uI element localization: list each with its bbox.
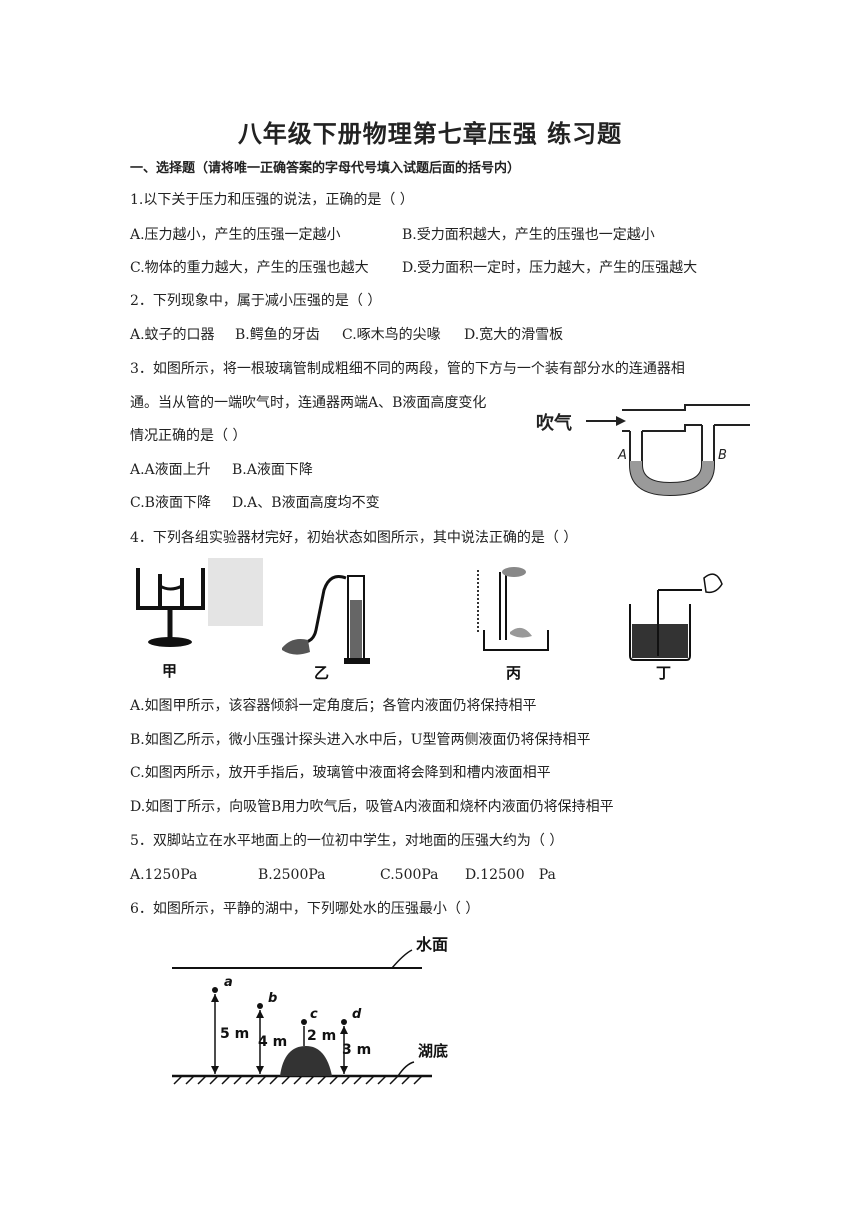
q2-option-d: D.宽大的滑雪板 [464,327,564,343]
point-d: d [352,1007,362,1022]
q4-option-d: D.如图丁所示，向吸管B用力吹气后，吸管A内液面和烧杯内液面仍将保持相平 [130,799,614,815]
label-jia: 甲 [162,662,177,680]
question-3-stem-line3: 情况正确的是（ ） [130,428,247,444]
point-a: a [224,975,233,990]
q1-option-c: C.物体的重力越大，产生的压强也越大 [130,260,369,276]
q1-option-b: B.受力面积越大，产生的压强也一定越小 [402,227,655,243]
q4-option-c: C.如图丙所示，放开手指后，玻璃管中液面将会降到和槽内液面相平 [130,765,551,781]
q5-option-a: A.1250Pa [130,867,198,883]
q4-figure-bing: 丙 [477,567,549,682]
q3-connector-figure: 吹气 A B [536,404,750,497]
question-2-stem: 2．下列现象中，属于减小压强的是（ ） [130,293,382,309]
bottom-label: 湖底 [418,1042,448,1060]
label-b: B [718,448,727,463]
q4-figure-jia: 甲 [136,558,263,680]
label-bing: 丙 [506,664,521,682]
q4-option-a: A.如图甲所示，该容器倾斜一定角度后；各管内液面仍将保持相平 [130,698,537,714]
q6-lake-figure: 水面 湖底 a 5 m b 4 m c 2 m d 3 m [172,935,448,1085]
surface-label: 水面 [416,935,448,954]
depth-d: 3 m [342,1042,371,1058]
q2-option-a: A.蚊子的口器 [130,327,215,343]
question-3-stem-line1: 3．如图所示，将一根玻璃管制成粗细不同的两段，管的下方与一个装有部分水的连通器相 [130,361,685,377]
q1-option-a: A.压力越小，产生的压强一定越小 [130,227,341,243]
point-b: b [268,991,277,1006]
q5-option-c: C.500Pa [380,867,439,883]
depth-c: 2 m [307,1028,336,1044]
q2-option-b: B.鳄鱼的牙齿 [235,327,320,343]
question-1-stem: 1.以下关于压力和压强的说法，正确的是（ ） [130,192,414,208]
question-6-stem: 6．如图所示，平静的湖中，下列哪处水的压强最小（ ） [130,901,480,917]
point-c: c [310,1007,318,1022]
label-yi: 乙 [314,664,329,682]
q2-option-c: C.啄木鸟的尖喙 [342,327,441,343]
question-5-stem: 5．双脚站立在水平地面上的一位初中学生，对地面的压强大约为（ ） [130,833,564,849]
q1-option-d: D.受力面积一定时，压力越大，产生的压强越大 [402,260,698,276]
q3-option-a: A.A液面上升 [130,462,211,478]
depth-a: 5 m [220,1026,249,1042]
q4-option-b: B.如图乙所示，微小压强计探头进入水中后，U型管两侧液面仍将保持相平 [130,732,591,748]
label-ding: 丁 [656,664,671,682]
q5-option-b: B.2500Pa [258,867,326,883]
q3-option-d: D.A、B液面高度均不变 [232,495,380,511]
section-heading: 一、选择题（请将唯一正确答案的字母代号填入试题后面的括号内） [130,161,521,176]
depth-b: 4 m [258,1034,287,1050]
label-a: A [617,448,627,463]
q4-figure-ding: 丁 [629,573,723,682]
q5-option-d: D.12500 Pa [465,867,556,883]
question-3-stem-line2: 通。当从管的一端吹气时，连通器两端A、B液面高度变化 [130,395,487,411]
q3-option-b: B.A液面下降 [232,462,313,478]
question-4-stem: 4．下列各组实验器材完好，初始状态如图所示，其中说法正确的是（ ） [130,530,578,546]
q4-figure-yi: 乙 [282,575,370,682]
blow-label: 吹气 [536,412,572,434]
q3-option-c: C.B液面下降 [130,495,211,511]
page-title: 八年级下册物理第七章压强 练习题 [237,120,623,148]
